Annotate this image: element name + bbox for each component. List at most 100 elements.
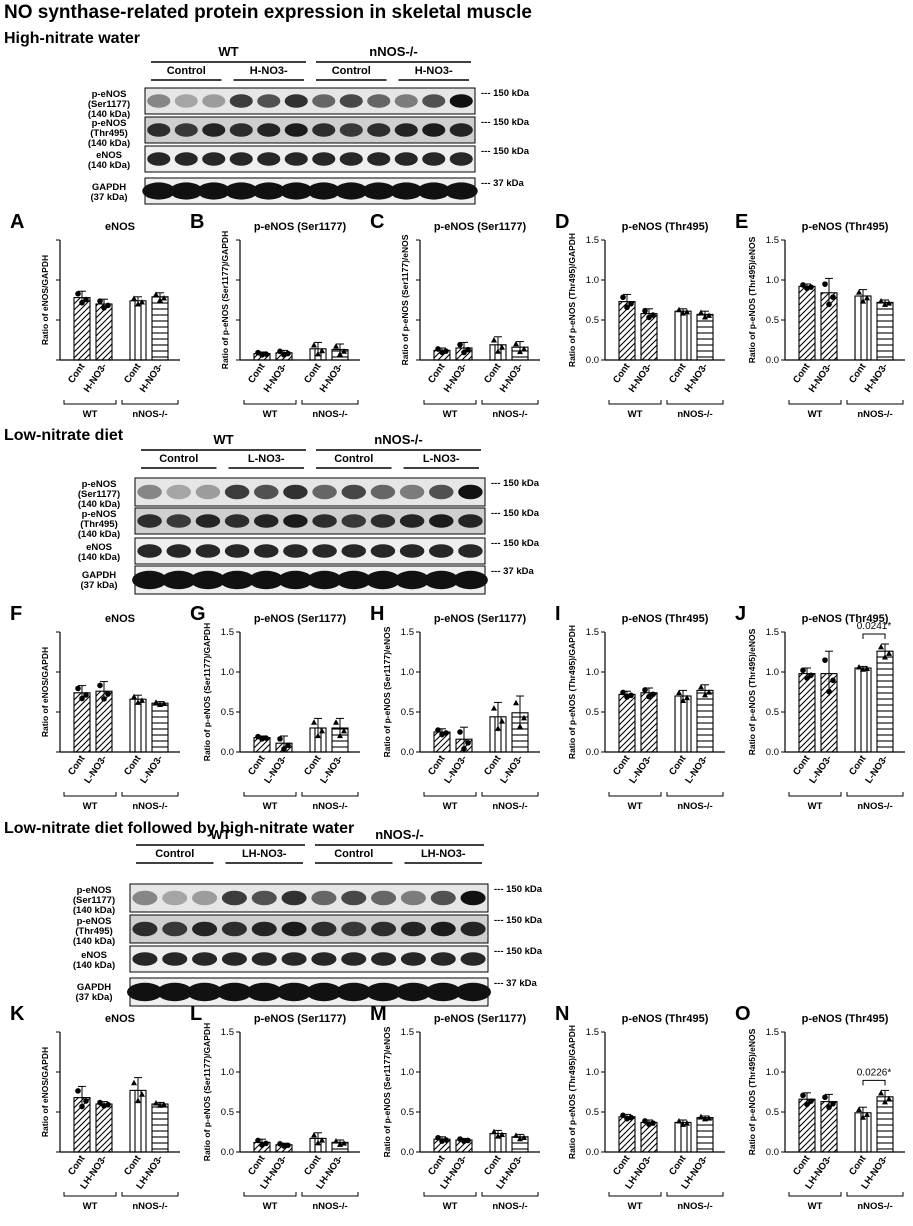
data-point (698, 1113, 704, 1120)
bar (798, 1098, 816, 1153)
x-tick-label: H-NO3- (262, 361, 290, 394)
x-tick-label: H-NO3- (442, 361, 470, 394)
data-point (698, 684, 704, 690)
data-point (153, 699, 159, 705)
y-tick-label: 0.0 (766, 1147, 779, 1158)
y-tick-label: 1.0 (766, 667, 779, 678)
group-bracket (423, 792, 477, 797)
y-tick-label: 0.0 (586, 1147, 599, 1158)
data-point (800, 282, 806, 288)
group-label: WT (263, 801, 278, 812)
x-tick-label: Cont (667, 361, 689, 386)
data-point (75, 290, 81, 297)
data-point (337, 732, 343, 739)
group-bracket (608, 792, 662, 797)
data-point (83, 692, 89, 698)
chart-title: p-eNOS (Thr495) (622, 221, 709, 233)
group-bracket (63, 400, 117, 405)
bar (618, 693, 636, 753)
data-point (157, 297, 163, 303)
group-label: WT (808, 1201, 823, 1212)
group-label: nNOS-/- (132, 1201, 167, 1212)
panel-letter: L (190, 1003, 202, 1025)
chart-title: p-eNOS (Ser1177) (254, 221, 347, 233)
data-point (131, 1079, 137, 1086)
data-point (646, 314, 652, 321)
data-point (878, 643, 884, 650)
x-tick-label: Cont (611, 753, 633, 778)
data-point (642, 307, 648, 314)
y-tick-label: 0.0 (586, 355, 599, 366)
y-axis-label: Ratio of p-eNOS (Ser1177)/GAPDH (202, 623, 212, 761)
chart-title: p-eNOS (Thr495) (802, 221, 889, 233)
y-tick-label: 1.0 (766, 1067, 779, 1078)
data-point (860, 1114, 866, 1120)
significance-bracket (862, 633, 886, 639)
data-point (457, 341, 463, 348)
data-point (461, 746, 467, 752)
y-tick-label: 1.0 (766, 275, 779, 286)
x-tick-label: L-NO3- (138, 753, 165, 785)
y-tick-label: 1.5 (221, 1027, 234, 1038)
group-label: nNOS-/- (857, 1201, 892, 1212)
bar (696, 1117, 714, 1153)
data-point (517, 1135, 523, 1142)
data-point (139, 1091, 145, 1097)
y-tick-label: 0.0 (766, 355, 779, 366)
x-tick-label: Cont (66, 361, 88, 386)
bar (151, 1103, 169, 1153)
x-tick-label: L-NO3- (627, 753, 654, 785)
x-tick-label: L-NO3- (442, 753, 469, 785)
data-point (153, 291, 159, 297)
group-label: nNOS-/- (312, 801, 347, 812)
x-tick-label: H-NO3- (498, 361, 526, 394)
group-label: WT (443, 409, 458, 420)
data-point (83, 296, 89, 303)
y-axis-label: Ratio of p-eNOS (Thr495)/eNOS (747, 628, 757, 755)
data-point (465, 346, 471, 353)
x-tick-label: Cont (482, 361, 504, 386)
section-heading-high-nitrate: High-nitrate water (4, 30, 141, 47)
group-bracket (846, 400, 904, 405)
group-bracket (121, 792, 179, 797)
data-point (680, 697, 686, 703)
panel-letter: A (10, 211, 24, 233)
data-point (513, 340, 519, 347)
data-point (822, 1094, 828, 1101)
x-tick-label: Cont (122, 753, 144, 778)
data-point (461, 1138, 467, 1145)
group-bracket (481, 792, 539, 797)
y-tick-label: 1.0 (221, 667, 234, 678)
group-label: WT (443, 801, 458, 812)
x-tick-label: L-NO3- (863, 753, 890, 785)
y-axis-label: Ratio of p-eNOS (Thr495)/GAPDH (567, 625, 577, 759)
y-tick-label: 1.5 (766, 1027, 779, 1038)
group-label: nNOS-/- (677, 1201, 712, 1212)
data-point (337, 1141, 343, 1147)
data-point (856, 664, 862, 670)
group-bracket (481, 1192, 539, 1197)
bar (73, 297, 91, 361)
bar (798, 673, 816, 753)
y-tick-label: 0.5 (221, 1107, 234, 1118)
data-point (513, 699, 519, 706)
group-bracket (788, 400, 842, 405)
data-point (624, 1115, 630, 1122)
y-axis-label: Ratio of p-eNOS (Thr495)/eNOS (747, 1028, 757, 1155)
y-tick-label: 0.5 (586, 1107, 599, 1118)
data-point (161, 700, 167, 707)
y-tick-label: 1.5 (766, 627, 779, 638)
group-label: nNOS-/- (132, 409, 167, 420)
data-point (105, 691, 111, 697)
group-bracket (481, 400, 539, 405)
group-bracket (243, 400, 297, 405)
data-point (333, 1137, 339, 1144)
data-point (830, 677, 836, 684)
x-tick-label: Cont (66, 753, 88, 778)
data-point (311, 719, 317, 725)
